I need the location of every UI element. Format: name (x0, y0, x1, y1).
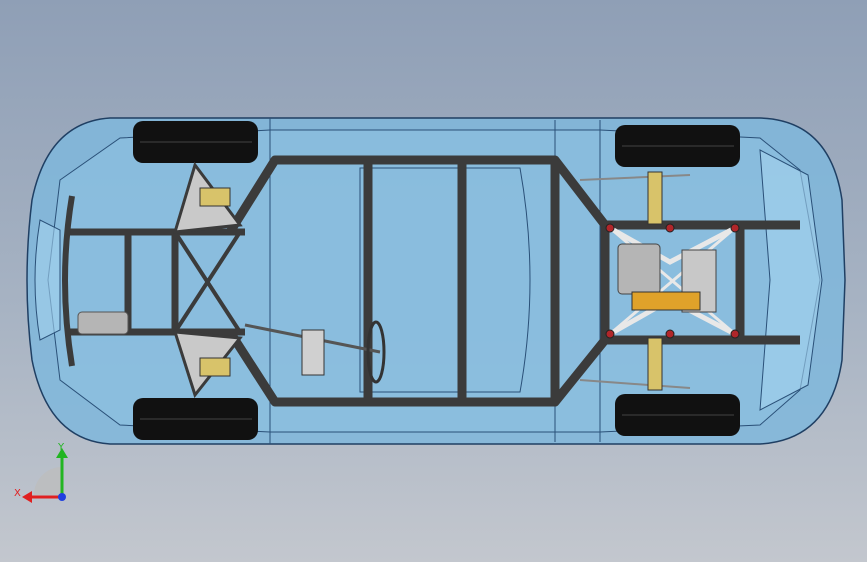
coordinate-axis-triad: Y X (14, 442, 68, 503)
rear-right-tire (615, 394, 740, 436)
y-axis-label: Y (57, 442, 65, 453)
x-axis-label: X (14, 488, 21, 499)
x-axis-arrowhead (22, 491, 32, 503)
rear-left-tire (615, 125, 740, 167)
rear-window (759, 149, 823, 411)
rear-damper-left (647, 171, 663, 225)
front-left-tire (133, 121, 258, 163)
z-axis-dot (58, 493, 66, 501)
front-window (34, 219, 61, 341)
steering-wheel-assembly (244, 320, 386, 384)
drive-motor (617, 243, 717, 313)
front-bumper (62, 195, 75, 367)
seat-outline (359, 167, 531, 393)
front-right-tire (133, 398, 258, 440)
front-suspension-left (172, 161, 243, 234)
front-suspension-right (172, 330, 243, 399)
mount-bolts (605, 223, 740, 339)
battery-pack (631, 291, 701, 311)
y-axis-arrowhead (56, 448, 68, 458)
steering-motor (77, 311, 129, 335)
axis-plane-quadrant (34, 467, 62, 495)
rear-damper-right (647, 337, 663, 391)
